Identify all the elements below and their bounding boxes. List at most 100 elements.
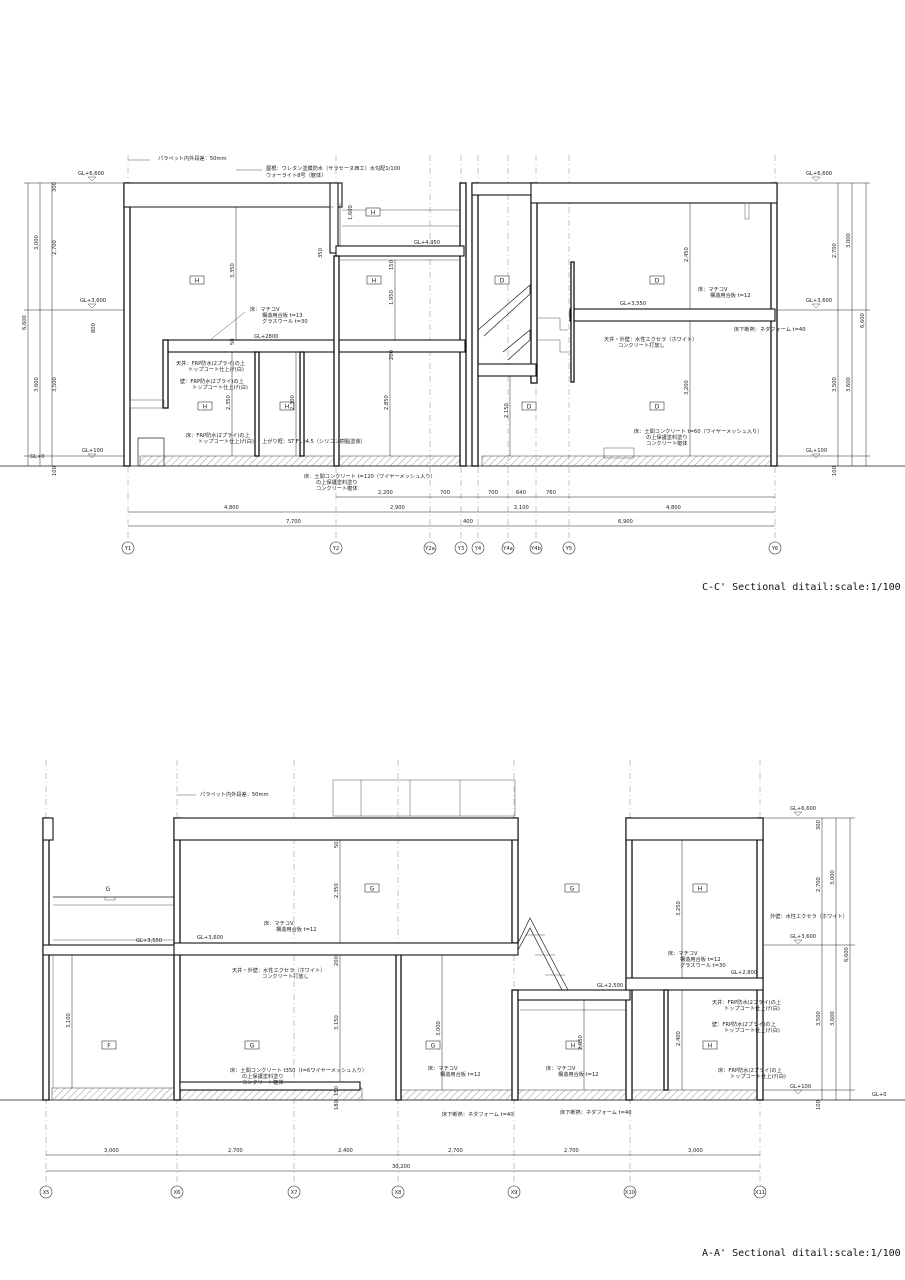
dim-text: 400	[463, 519, 473, 525]
note-text: 床：FRP防水(2プライ)の上	[186, 431, 250, 439]
dim-text: 3,500	[832, 377, 838, 392]
note-text: 床：土間コンクリート t350（t=6ワイヤーメッシュ入り）	[230, 1066, 367, 1074]
level-label: GL+0	[872, 1092, 887, 1098]
note-text: 構造用合板 t=12	[440, 1070, 481, 1078]
dim-text: 2,100	[514, 505, 529, 511]
dim-text: 3,000	[436, 1021, 442, 1036]
level-label: GL+3,600	[80, 298, 106, 304]
note-text: トップコート仕上げ(白)	[730, 1072, 786, 1080]
note-text: 床：FRP防水(2プライ)の上	[718, 1066, 782, 1074]
aa-grid-bubbles: X5 X6 X7 X8 X9 X10 X11	[39, 1185, 767, 1199]
note-text: 床：マチコV	[668, 949, 698, 957]
dim-text: 6,900	[618, 519, 633, 525]
note-text: 床下断熱：ネダフォーム t=40	[442, 1110, 514, 1118]
note-text: コンクリート打放し	[618, 341, 665, 349]
cc-room-labels: H H H H H D D D D	[189, 207, 665, 411]
dim-text: 7,700	[286, 519, 301, 525]
dim-text: 2,400	[676, 1031, 682, 1046]
note-text: パラペット内外段差：50mm	[200, 790, 269, 798]
room-label: H	[285, 404, 290, 411]
level-label: GL+100	[82, 448, 103, 454]
level-label: GL+3,600	[197, 935, 223, 941]
room-label: D	[500, 278, 505, 285]
note-text: 上がり框：ST FL t4.5（シリコン樹脂塗装）	[262, 437, 366, 445]
note-text: コンクリート打放し	[262, 972, 309, 980]
dim-text: 2,900	[390, 505, 405, 511]
dim-text: 100	[816, 1100, 822, 1110]
grid-axis-label: X8	[395, 1190, 402, 1196]
level-label: GL+100	[790, 1084, 811, 1090]
room-label: H	[698, 886, 703, 893]
level-label: GL+0	[30, 454, 45, 460]
dim-text: 2,700	[832, 243, 838, 258]
room-label: H	[372, 278, 377, 285]
level-label: GL+3,550	[620, 301, 646, 307]
aa-level-markers: GL+6,600 GL+3,600 GL+3,600 GL+3,550 GL+2…	[136, 806, 887, 1098]
room-label: G	[570, 886, 575, 893]
note-text: 床下断熱：ネダフォーム t=40	[734, 325, 806, 333]
note-text: 屋根：ウレタン塗膜防水（サラセーヌ西工）水勾配1/100	[266, 164, 400, 172]
grid-axis-label: X6	[174, 1190, 181, 1196]
room-label: D	[655, 404, 660, 411]
note-text: 床：マチコV	[264, 919, 294, 927]
room-label: G	[370, 886, 375, 893]
room-label: H	[203, 404, 208, 411]
note-text: の上保護塗料塗り	[646, 433, 688, 441]
cc-right-dims: 2,700 3,000 6,600 3,500 3,600 100	[777, 182, 870, 476]
dim-text: 3,000	[688, 1148, 703, 1154]
note-text: 構造用合板 t=13	[262, 311, 303, 319]
grid-axis-label: Y4a	[502, 546, 513, 552]
dim-text: 150	[389, 260, 395, 270]
aa-notes: パラペット内外段差：50mm 床：マチコV 構造用合板 t=12 天井・外壁：水…	[177, 790, 848, 1118]
dim-text: 2,050	[578, 1035, 584, 1050]
grid-axis-label: Y4	[474, 546, 482, 552]
note-text: 床：土間コンクリート t=120（ワイヤーメッシュ入り）	[304, 472, 436, 480]
level-label: GL+6,600	[790, 806, 816, 812]
dim-text: 2,700	[564, 1148, 579, 1154]
note-text: の上保護塗料塗り	[316, 478, 358, 486]
dim-text: 300	[52, 182, 58, 192]
aa-room-labels: G G G H F G G H H	[101, 883, 718, 1050]
aa-dimension-rows: 3,000 2,700 2,400 2,700 2,700 3,000 30,2…	[46, 1148, 760, 1172]
dim-text: 50	[230, 338, 236, 345]
dim-text: 6,600	[22, 315, 28, 330]
note-text: 構造用合板 t=12	[558, 1070, 599, 1078]
dim-text: 100	[832, 466, 838, 476]
dim-text: 3,150	[334, 1015, 340, 1030]
note-text: グラスウール t=30	[680, 961, 726, 969]
grid-axis-label: X5	[43, 1190, 50, 1196]
room-label: H	[708, 1043, 713, 1050]
note-text: 床：マチコV	[250, 305, 280, 313]
dim-text: 700	[440, 490, 450, 496]
dim-text: 150	[334, 1086, 340, 1096]
note-text: 床：マチコV	[546, 1064, 576, 1072]
dim-text: 640	[516, 490, 526, 496]
note-text: 床：マチコV	[698, 285, 728, 293]
aa-right-dims: 300 2,700 3,000 6,600 3,500 3,600 100	[763, 817, 855, 1110]
dim-text: 200	[389, 350, 395, 360]
dim-text: 3,600	[830, 1011, 836, 1026]
dim-text: 6,600	[844, 947, 850, 962]
note-text: パラペット内外段差：50mm	[158, 154, 227, 162]
cc-notes: パラペット内外段差：50mm 屋根：ウレタン塗膜防水（サラセーヌ西工）水勾配1/…	[128, 154, 806, 492]
note-text: 天井：FRP防水(2プライ)の上	[712, 998, 781, 1006]
level-label: GL+6,600	[806, 171, 832, 177]
dim-text: 180	[334, 1100, 340, 1110]
level-label: GL+2800	[254, 334, 278, 340]
level-label: GL+4,950	[414, 240, 440, 246]
note-text: の上保護塗料塗り	[242, 1072, 284, 1080]
grid-axis-label: Y6	[771, 546, 778, 552]
dim-text: 3,000	[104, 1148, 119, 1154]
dim-text: 2,450	[684, 247, 690, 262]
note-text: 壁：FRP防水(2プライ)の上	[180, 377, 244, 385]
grid-axis-label: Y5	[565, 546, 572, 552]
dim-text: 100	[52, 466, 58, 476]
grid-axis-label: X9	[511, 1190, 518, 1196]
note-text: 床：土間コンクリート t=60（ワイヤーメッシュ入り）	[634, 427, 762, 435]
level-label: GL+3,600	[806, 298, 832, 304]
grid-axis-label: Y3	[457, 546, 464, 552]
cc-stair	[477, 284, 568, 361]
dim-text: 350	[318, 248, 324, 258]
dim-text: 1,600	[348, 205, 354, 220]
aa-stair	[517, 917, 569, 991]
